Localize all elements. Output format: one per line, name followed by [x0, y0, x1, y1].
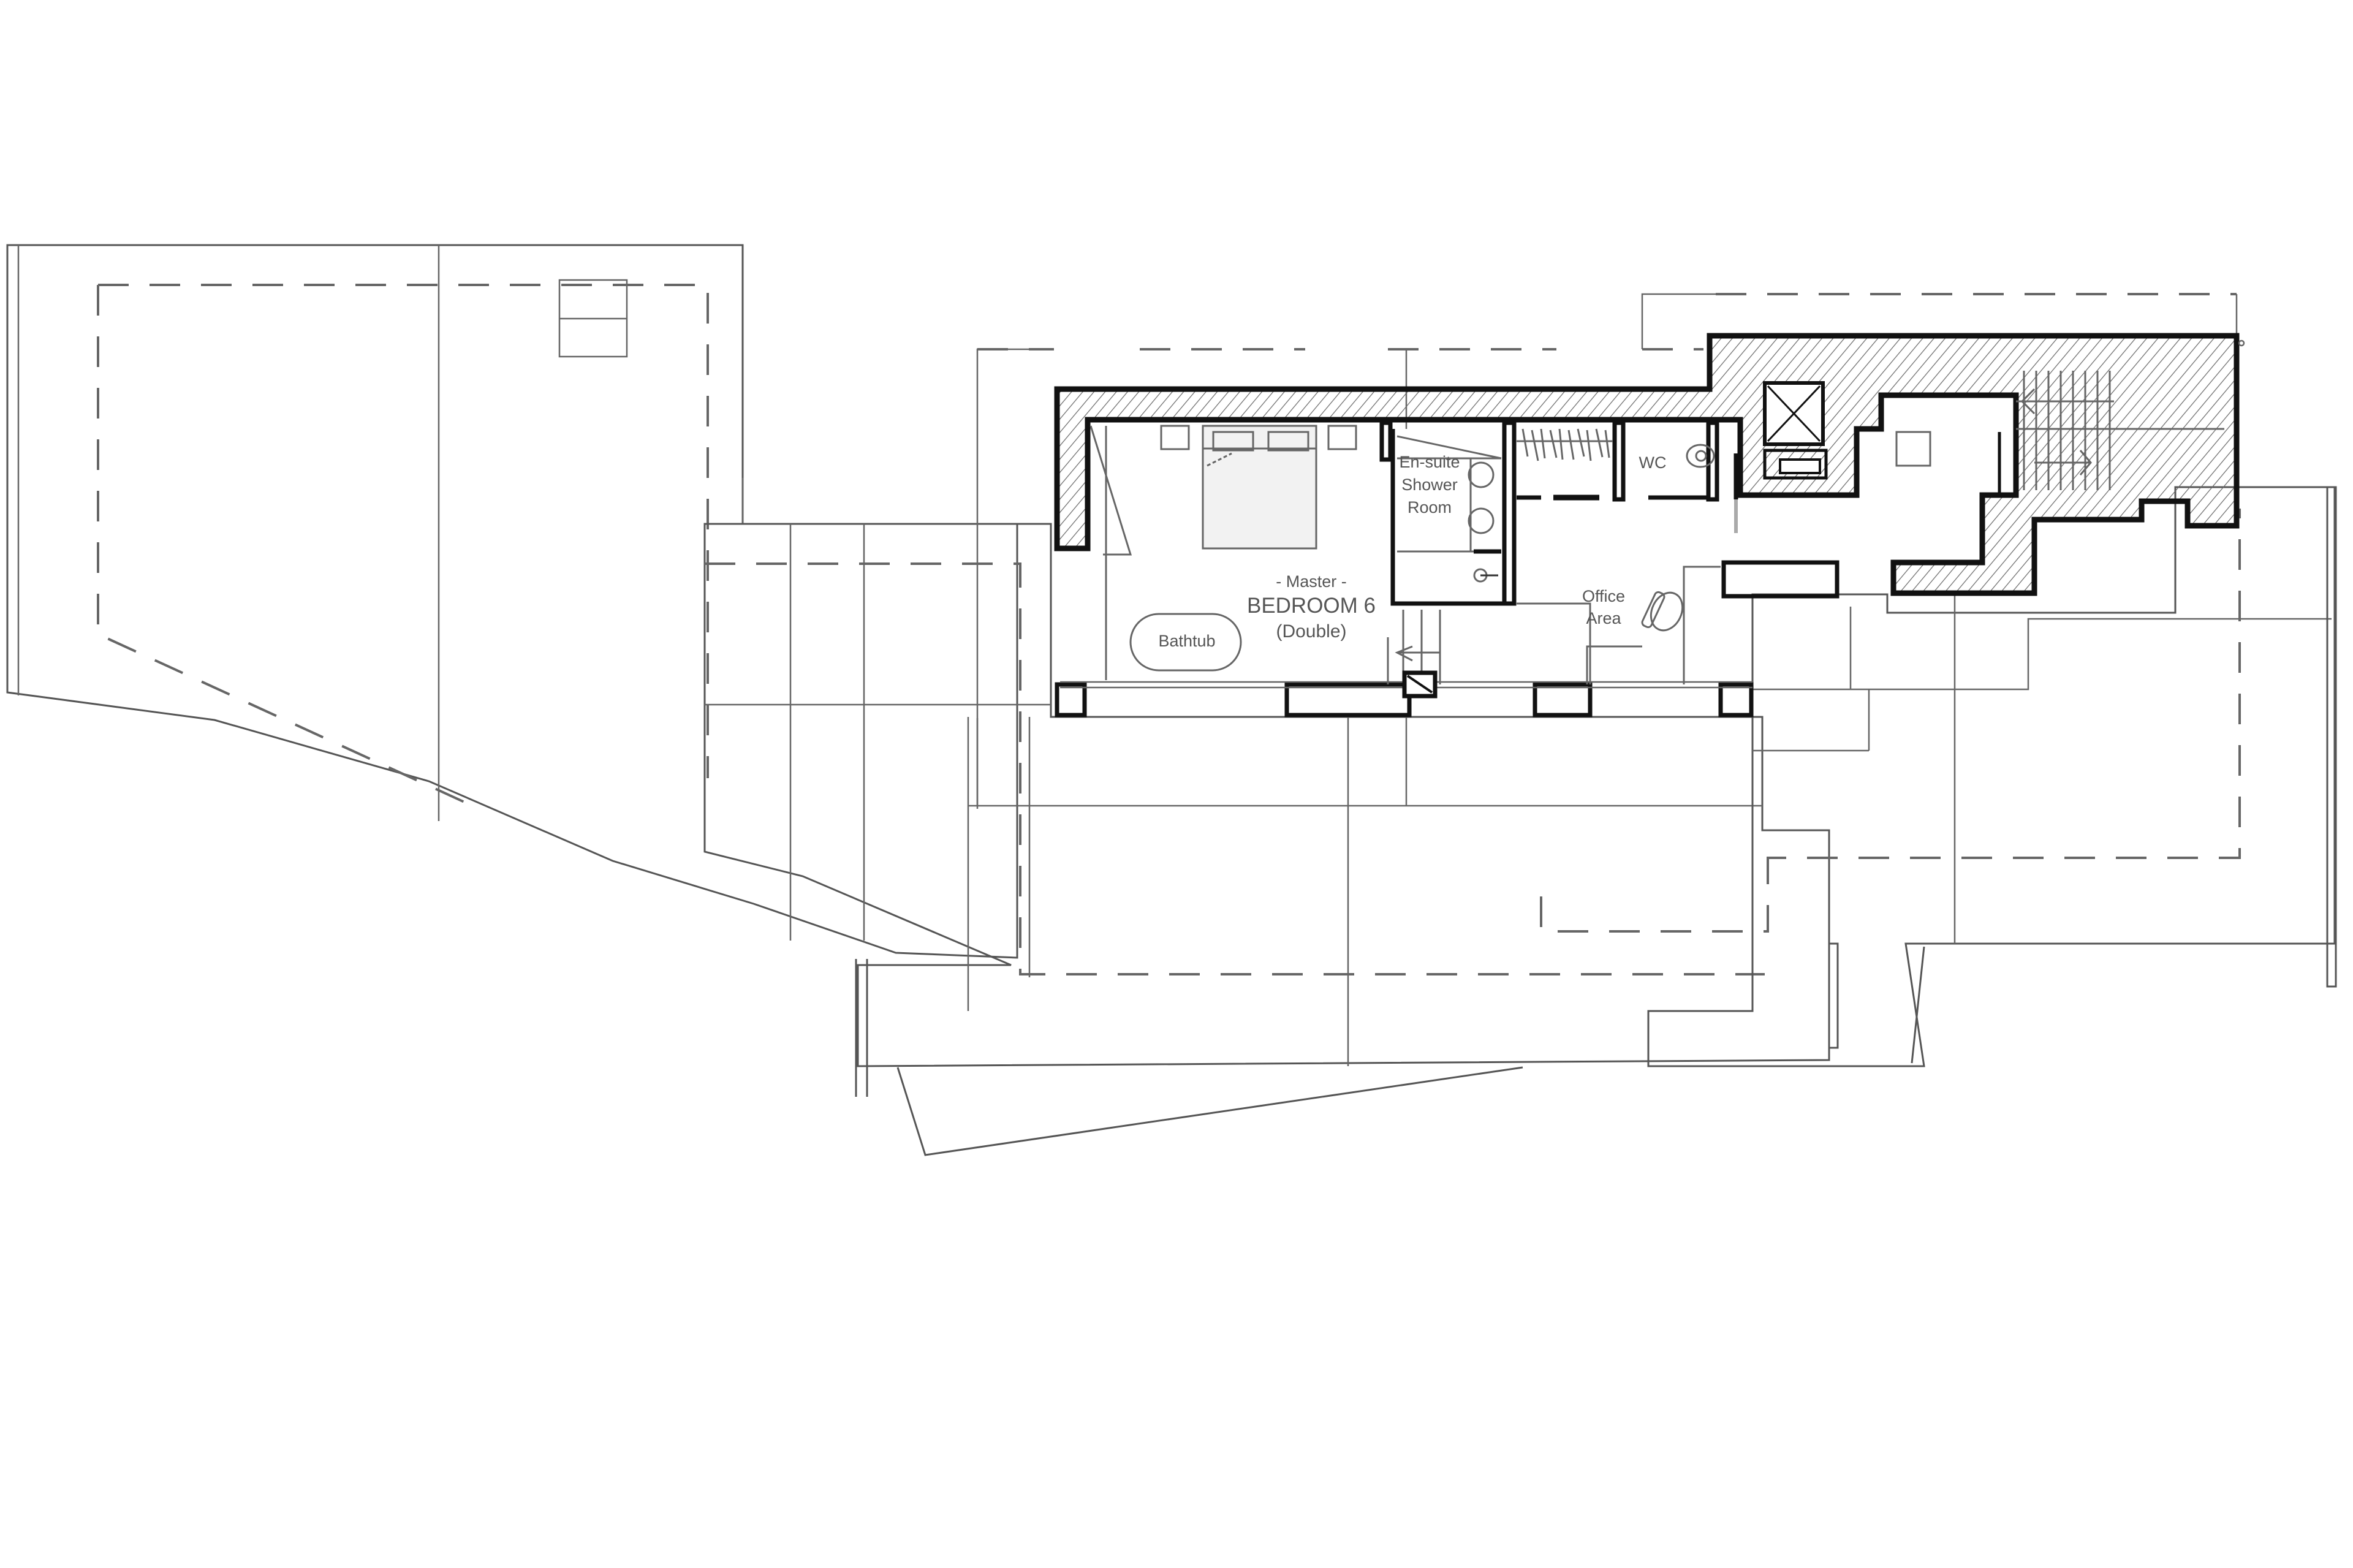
bedroom-prefix-label: - Master - [1276, 572, 1347, 591]
ensuite-label-line2: Shower [1401, 475, 1458, 494]
ensuite-room [1387, 429, 1504, 699]
bedroom-type-label: (Double) [1276, 621, 1346, 642]
toilet-icon [1686, 444, 1715, 468]
stair-direction-arrow-icon [2020, 388, 2036, 415]
left-roof-block [6, 244, 1018, 959]
bedroom-furniture [1089, 425, 1357, 680]
wardrobe-icon [1517, 428, 1613, 461]
bathtub-icon[interactable] [1129, 613, 1242, 672]
sink-icon [1468, 461, 1495, 488]
core [1763, 339, 2245, 493]
upper-outline [976, 293, 2238, 806]
building-walls [1054, 333, 2240, 718]
ensuite-label-line1: En-suite [1399, 453, 1460, 471]
room-labels: - Master - BEDROOM 6 (Double) Bathtub En… [1158, 453, 1666, 650]
chimney-flue-icon [1402, 670, 1438, 699]
stair-direction-arrow-icon [2079, 450, 2092, 475]
nightstand-icon [1160, 425, 1190, 450]
landing-table [1895, 431, 1931, 467]
staircase-icon[interactable] [1998, 371, 2224, 493]
nightstand-icon [1327, 425, 1357, 450]
middle-roof-block [703, 523, 1830, 1156]
office-chair-icon [1641, 591, 1684, 632]
office-label-line2: Area [1586, 609, 1621, 627]
bathtub-label: Bathtub [1158, 632, 1215, 650]
right-roof-block [1540, 486, 2337, 1067]
corridor-area [1517, 428, 1738, 684]
ensuite-label-line3: Room [1408, 498, 1452, 517]
office-label-line1: Office [1582, 587, 1625, 605]
double-bed-icon [1202, 425, 1317, 550]
bedroom-name-label: BEDROOM 6 [1247, 594, 1376, 618]
sink-icon [1468, 507, 1495, 534]
wc-label: WC [1639, 453, 1667, 472]
lift-shaft-icon [1763, 381, 1828, 480]
